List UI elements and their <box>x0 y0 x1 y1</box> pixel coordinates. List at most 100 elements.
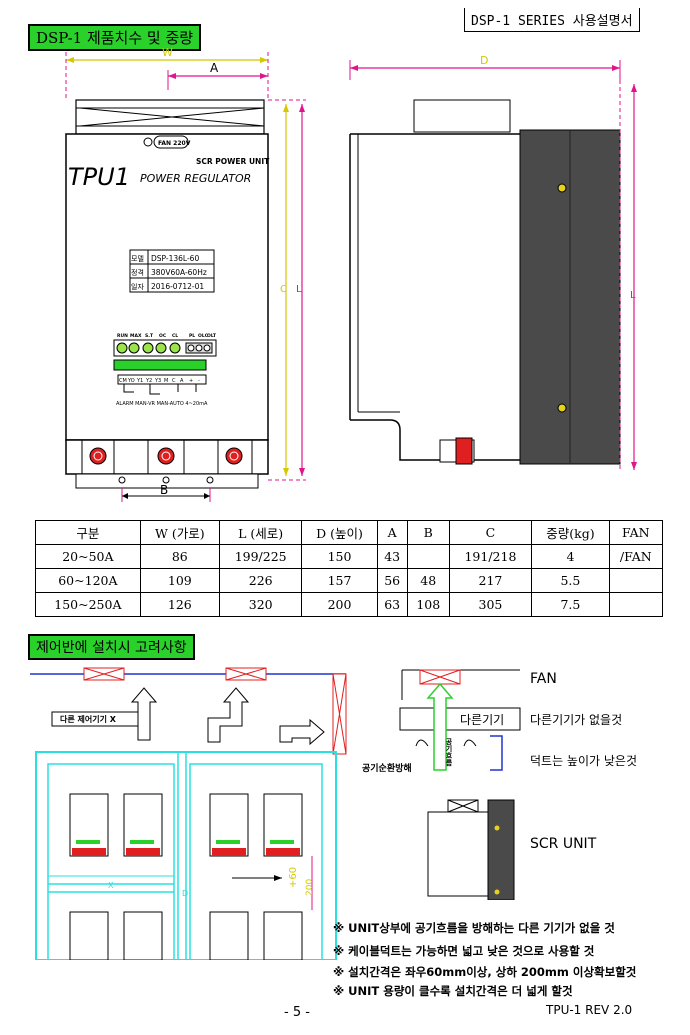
header-cell: 구분 <box>35 520 141 545</box>
dim-d-install-label: D <box>182 889 188 898</box>
nameplate-key-date: 일자 <box>131 282 144 291</box>
dim-x-label: X <box>108 881 114 890</box>
other-device-box: 다른 제어기기 X <box>60 715 116 724</box>
table-cell <box>608 568 664 593</box>
led-label-cl: CL <box>172 333 178 339</box>
table-cell: 56 <box>376 568 408 593</box>
terminal-y2: Y2 <box>145 378 152 384</box>
table-cell: 226 <box>218 568 303 593</box>
table-cell: 150~250A <box>35 592 141 617</box>
terminal-y1: Y1 <box>136 378 143 384</box>
section-title-dimensions: DSP-1 제품치수 및 중량 <box>28 24 202 51</box>
terminal-cm: CM <box>119 378 127 384</box>
led-label-oc: OC <box>159 333 167 339</box>
dim-200-label: 200 <box>305 879 315 896</box>
side-no-other-device-note: 다른기기가 없을것 <box>530 713 623 727</box>
nameplate-value-date: 2016-0712-01 <box>151 282 204 291</box>
table-cell: 60~120A <box>35 568 141 593</box>
table-cell: 86 <box>139 544 220 569</box>
side-duct-note: 덕트는 높이가 낮은것 <box>530 754 637 768</box>
terminal-c: C <box>172 378 176 384</box>
led-label-st: S.T <box>145 333 154 339</box>
dim-c-label: C <box>280 284 287 295</box>
nameplate-value-rating: 380V60A-60Hz <box>151 268 207 277</box>
series-label: DSP-1 SERIES 사용설명서 <box>464 8 640 32</box>
table-cell: 150 <box>301 544 378 569</box>
revision-label: TPU-1 REV 2.0 <box>546 1003 633 1017</box>
header-cell: B <box>406 520 450 545</box>
spec-table: 구분 W (가로) L (세로) D (높이) A B C 중량(kg) FAN… <box>35 520 664 617</box>
table-cell: 157 <box>301 568 378 593</box>
led-label-max: MAX <box>130 333 142 339</box>
side-fan-label: FAN <box>530 671 557 687</box>
terminal-m: M <box>164 378 168 384</box>
dim-d-label: D <box>480 54 488 67</box>
table-cell: 199/225 <box>218 544 303 569</box>
nameplate-key-model: 모델 <box>131 255 144 263</box>
table-cell: 109 <box>139 568 220 593</box>
side-airflow2-label: 공기흐름 <box>445 738 453 766</box>
table-row: 60~120A 109 226 157 56 48 217 5.5 <box>35 568 664 593</box>
nameplate-value-model: DSP-136L-60 <box>151 254 199 263</box>
terminal-caption: ALARM MAN-VR MAN-AUTO 4~20mA <box>116 401 208 407</box>
terminal-plus: + <box>189 378 193 384</box>
table-cell: 191/218 <box>448 544 533 569</box>
header-cell: W (가로) <box>139 520 220 545</box>
table-cell: 200 <box>301 592 378 617</box>
header-cell: A <box>376 520 408 545</box>
terminal-yo: YO <box>127 378 135 384</box>
install-note-2: ※ 케이블덕트는 가능하면 넓고 낮은 것으로 사용할 것 <box>333 944 595 958</box>
cabinet-layout-drawing: X D +60 200 <box>30 667 347 960</box>
table-row: 20~50A 86 199/225 150 43 191/218 4 /FAN <box>35 544 664 569</box>
table-cell: 63 <box>376 592 408 617</box>
table-cell: 7.5 <box>531 592 610 617</box>
side-install-drawing <box>399 669 521 900</box>
side-view-drawing: D L <box>349 54 637 470</box>
header-cell: 중량(kg) <box>531 520 610 545</box>
dim-l-side-label: L <box>630 290 636 301</box>
table-cell: 4 <box>531 544 610 569</box>
install-note-3: ※ 설치간격은 좌우60mm이상, 상하 200mm 이상확보할것 <box>333 965 637 979</box>
led-label-olc: OLC <box>198 333 209 339</box>
table-cell: 305 <box>448 592 533 617</box>
product-name: POWER REGULATOR <box>140 172 251 185</box>
dim-l-front-label: L <box>296 284 302 295</box>
table-cell: 320 <box>218 592 303 617</box>
table-cell: 108 <box>406 592 450 617</box>
nameplate-key-rating: 정격 <box>131 268 144 277</box>
terminal-a: A <box>180 378 184 384</box>
table-cell <box>406 544 450 569</box>
table-cell: 48 <box>406 568 450 593</box>
install-note-1: ※ UNIT상부에 공기흐름을 방해하는 다른 기기가 없을 것 <box>333 921 615 935</box>
table-cell: 126 <box>139 592 220 617</box>
table-row: 150~250A 126 320 200 63 108 305 7.5 <box>35 592 664 617</box>
side-other-device-label: 다른기기 <box>460 713 505 727</box>
table-cell: 43 <box>376 544 408 569</box>
table-cell: /FAN <box>608 544 664 569</box>
dim-a-label: A <box>210 61 219 75</box>
led-label-olt: OLT <box>207 333 217 339</box>
led-label-pl: PL <box>189 333 195 339</box>
header-cell: D (높이) <box>301 520 378 545</box>
side-scr-unit-label: SCR UNIT <box>530 836 597 852</box>
dim-60-label: +60 <box>288 867 299 888</box>
terminal-y3: Y3 <box>154 378 161 384</box>
table-cell: 20~50A <box>35 544 141 569</box>
dim-w-label: W <box>162 46 173 59</box>
table-cell: 217 <box>448 568 533 593</box>
header-cell: FAN <box>608 520 664 545</box>
unit-type: SCR POWER UNIT <box>196 157 270 166</box>
install-note-4: ※ UNIT 용량이 클수록 설치간격은 더 넓게 할것 <box>333 984 573 998</box>
fan-label: FAN 220V <box>158 140 191 147</box>
brand-logo: TPU1 <box>68 163 130 191</box>
page-number: - 5 - <box>284 1005 310 1020</box>
terminal-minus: - <box>198 378 200 384</box>
header-cell: C <box>448 520 533 545</box>
header-cell: L (세로) <box>218 520 303 545</box>
dim-b-label: B <box>160 483 168 497</box>
table-cell <box>608 592 664 617</box>
side-airflow-label: 공기순환방해 <box>362 764 412 774</box>
table-header-row: 구분 W (가로) L (세로) D (높이) A B C 중량(kg) FAN <box>35 520 664 545</box>
section-title-installation: 제어반에 설치시 고려사항 <box>28 634 195 660</box>
led-label-run: RUN <box>117 333 128 339</box>
